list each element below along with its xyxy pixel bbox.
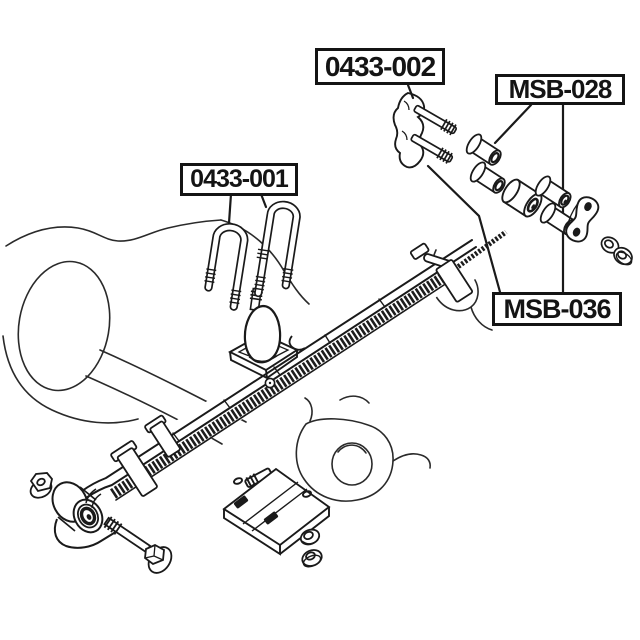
leader-0433-002 xyxy=(408,85,413,98)
u-bolt-front xyxy=(201,224,251,307)
shackle-bushing-b xyxy=(468,160,509,197)
differential-opening xyxy=(332,443,372,485)
seat-plate-nut-2 xyxy=(300,547,324,569)
part-label-0433-001: 0433-001 xyxy=(180,163,298,196)
flange-bolt xyxy=(103,516,176,577)
part-label-msb-028: MSB-028 xyxy=(495,74,625,105)
part-label-msb-036: MSB-036 xyxy=(492,292,622,326)
shackle-side-plate xyxy=(562,193,601,244)
seat-plate-slot xyxy=(233,495,249,509)
u-bolt-rear xyxy=(253,202,303,298)
hub-ellipse xyxy=(8,254,119,398)
main-leaf-top-edge xyxy=(82,240,472,491)
leader-0433-001-b xyxy=(261,194,266,207)
leader-lines xyxy=(229,85,531,292)
leader-msb036-diagonal xyxy=(428,166,500,292)
leaf-stack-hatched xyxy=(113,274,448,494)
eye-bushing-outer xyxy=(74,501,102,531)
bump-stop-base-line xyxy=(249,356,277,361)
spring-clip-1 xyxy=(110,440,161,499)
leaf-tip-rod xyxy=(448,232,506,274)
shackle-bushing-a xyxy=(464,132,505,169)
shackle-bolt-upper xyxy=(412,103,458,136)
leaf-spring-bushing-large xyxy=(499,177,545,220)
shackle-bolt-lower xyxy=(409,132,454,165)
flange-nut-front xyxy=(28,473,55,501)
shackle-plate xyxy=(394,93,425,167)
leader-msb028-diagonal xyxy=(495,105,531,143)
part-label-0433-002: 0433-002 xyxy=(315,48,445,85)
bump-stop xyxy=(245,306,280,362)
side-plate-hole xyxy=(584,202,592,212)
spring-clip-2 xyxy=(144,415,183,459)
spring-seat-plate xyxy=(224,466,329,554)
eye-bushing-hole xyxy=(86,514,92,520)
spring-clip-3 xyxy=(410,243,473,302)
spring-eye xyxy=(46,476,116,548)
shackle-bushing-c xyxy=(533,174,575,212)
seat-plate-nut-1 xyxy=(299,527,322,547)
u-bolt-hidden-leg-threads xyxy=(257,249,268,258)
side-plate-hole xyxy=(572,227,581,237)
eye-bushing-rubber xyxy=(79,506,97,526)
leaf-stack-bottom-edge xyxy=(116,281,450,500)
leader-0433-001-a xyxy=(229,194,231,223)
seat-plate-slot xyxy=(263,511,279,525)
shackle-nut-2 xyxy=(611,244,635,267)
